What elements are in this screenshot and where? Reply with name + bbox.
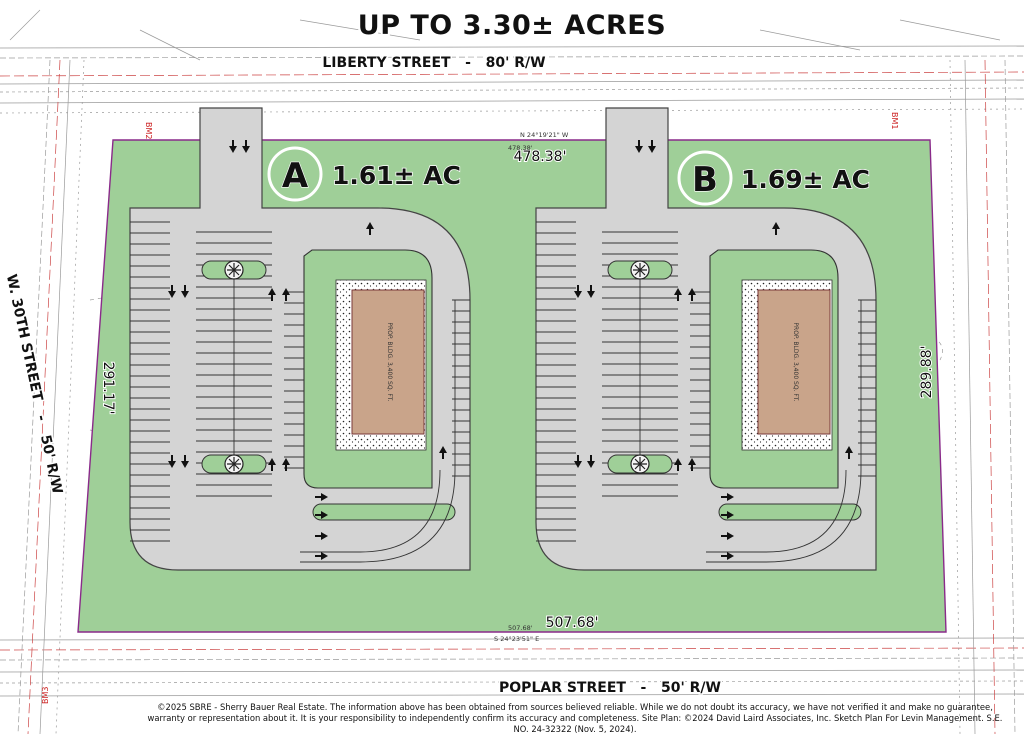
benchmark-bm1: BM1 bbox=[890, 112, 899, 129]
disclaimer-footer: ©2025 SBRE - Sherry Bauer Real Estate. T… bbox=[147, 702, 1003, 734]
south-small-dim: 507.68' bbox=[508, 624, 533, 632]
south-street-name: POPLAR STREET - 50' R/W bbox=[499, 680, 721, 696]
lot-a-badge: A 1.61± AC bbox=[267, 146, 462, 202]
benchmark-bm3: BM3 bbox=[41, 687, 50, 704]
benchmark-bm2: BM2 bbox=[144, 122, 153, 139]
south-dimension: 507.68' bbox=[546, 615, 599, 631]
north-dimension: 478.38' bbox=[514, 149, 567, 165]
page-title: UP TO 3.30± ACRES bbox=[357, 10, 667, 41]
landscape-islands bbox=[201, 260, 673, 474]
building-b-label: PROP. BLDG. 3,400 SQ. FT. bbox=[792, 322, 799, 401]
building-a bbox=[351, 289, 425, 435]
north-bearing: N 24°19'21" W bbox=[520, 131, 569, 139]
lot-b-area: 1.69± AC bbox=[741, 165, 870, 194]
traffic-arrows bbox=[168, 140, 853, 560]
north-small-dim: 478.38' bbox=[508, 144, 533, 152]
north-street-name: LIBERTY STREET - 80' R/W bbox=[322, 55, 545, 71]
east-dimension: 289.88' bbox=[919, 346, 935, 399]
lot-a-area: 1.61± AC bbox=[332, 161, 461, 190]
building-a-label: PROP. BLDG. 3,400 SQ. FT. bbox=[386, 322, 393, 401]
lot-b-letter: B bbox=[692, 160, 718, 200]
south-bearing: S 24°23'51" E bbox=[494, 635, 539, 643]
parking-stall-stripes bbox=[130, 221, 876, 563]
lot-a-letter: A bbox=[282, 156, 309, 196]
lot-b-badge: B 1.69± AC bbox=[677, 150, 871, 206]
building-b bbox=[757, 289, 831, 435]
west-dimension: 291.17' bbox=[100, 362, 116, 415]
